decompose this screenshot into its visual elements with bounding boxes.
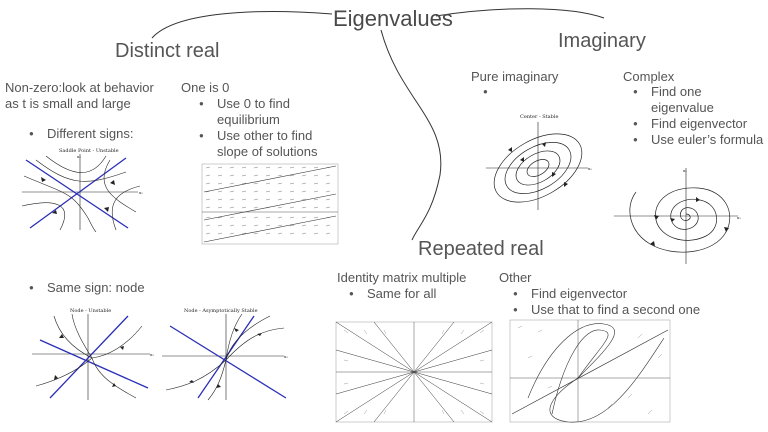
other-bullets: Find eigenvector Use that to find a seco… [511,286,731,318]
center-stable-plot: Center - Stable x₁ [482,110,594,214]
node-stable-title: Node - Asymptotically Stable [184,308,258,314]
bullet-use-other: Use other to find slope of solutions [197,128,347,160]
center-plot-title: Center - Stable [520,114,558,120]
bullet-eulers-formula: Use euler’s formula [631,132,766,148]
bullet-use-zero: Use 0 to find equilibrium [197,96,347,128]
complex-text: Complex [623,69,675,84]
nonzero-bullets: Different signs: [27,126,167,142]
bullet-different-signs: Different signs: [27,126,167,142]
node-unstable-x-label: x₁ [150,352,154,357]
heading-imaginary: Imaginary [558,30,646,52]
zero-text: One is 0 [181,80,230,95]
other-text: Other [499,270,532,285]
spiral-x-label: x₁ [737,215,741,220]
bullet-find-second-one: Use that to find a second one [511,302,731,318]
nonzero-text: Non-zero:look at behavior as t is small … [5,80,154,111]
zero-bullets: Use 0 to find equilibrium Use other to f… [197,96,347,160]
zero-eigenvalue-field-plot [200,162,340,248]
same-sign-bullets: Same sign: node [27,280,207,296]
bullet-same-for-all: Same for all [347,286,487,302]
spiral-plot: x₁ x₂ [610,164,742,268]
identity-bullets: Same for all [347,286,487,302]
bullet-find-eigenvalue: Find one eigenvalue [631,84,766,116]
node-stable-x-label: x₁ [284,354,288,359]
node-unstable-title: Node - Unstable [70,308,111,314]
saddle-x-label: x₁ [139,190,143,195]
spiral-y-label: x₂ [683,168,687,173]
page-title: Eigenvalues [333,6,453,31]
identity-field-plot [334,320,494,426]
heading-repeated-real: Repeated real [418,238,544,260]
bullet-find-eigenvector-repeated: Find eigenvector [511,286,731,302]
center-x-label: x₁ [588,166,592,171]
heading-distinct-real: Distinct real [115,40,220,62]
pure-imaginary-text: Pure imaginary [471,69,559,84]
complex-bullets: Find one eigenvalue Find eigenvector Use… [631,84,766,148]
bullet-same-sign: Same sign: node [27,280,207,296]
node-stable-plot: Node - Asymptotically Stable x₁ [158,306,292,402]
bullet-find-eigenvector: Find eigenvector [631,116,766,132]
identity-text: Identity matrix multiple [337,270,467,285]
node-unstable-plot: Node - Unstable x₁ [28,306,156,402]
saddle-y-label: x₂ [77,154,81,159]
saddle-plot: Saddle Point - Unstable x₁ x₂ [16,146,144,232]
repeated-other-field-plot [508,318,672,426]
saddle-plot-title: Saddle Point - Unstable [59,148,119,154]
bullet-pure-imaginary-empty [481,84,521,100]
pure-imaginary-bullets [481,84,521,100]
